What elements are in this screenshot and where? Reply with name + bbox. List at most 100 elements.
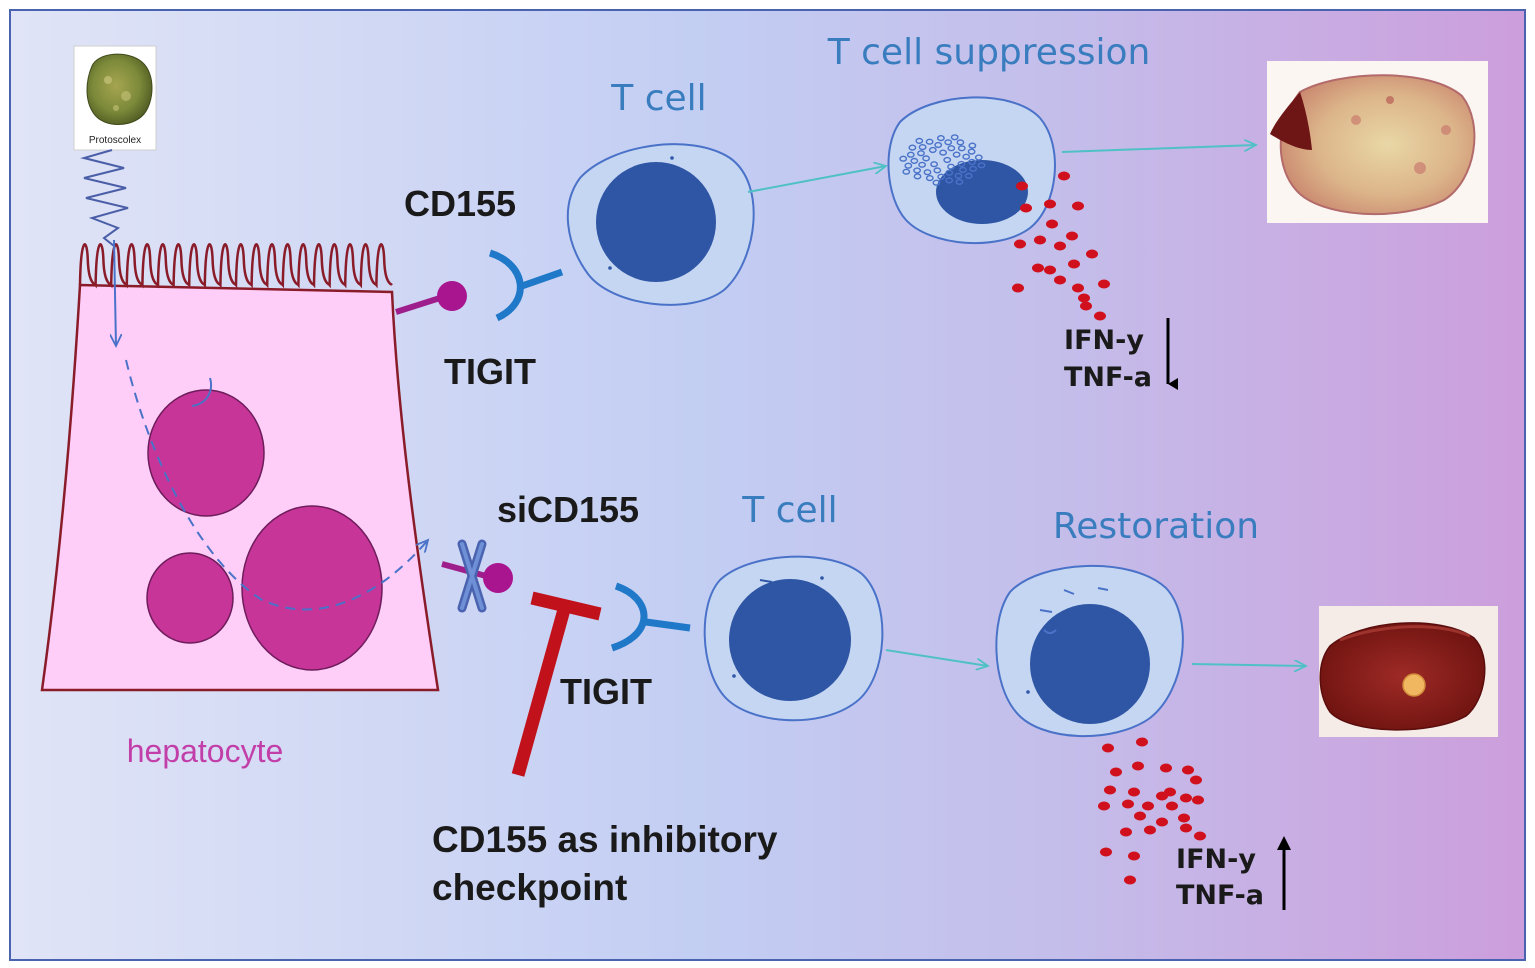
checkpoint-caption-line2: checkpoint <box>432 867 627 908</box>
granule <box>930 161 938 168</box>
cytokine-dot <box>1068 259 1080 269</box>
granule <box>922 155 930 162</box>
granule <box>956 139 965 146</box>
cd155-label: CD155 <box>404 183 516 224</box>
granule <box>932 179 941 186</box>
entry-arrow <box>114 239 116 346</box>
cytokine-dot <box>1094 311 1106 321</box>
cytokine-dot <box>1110 767 1122 777</box>
cytokine-dot <box>1142 801 1154 811</box>
liver-lesion-photo-top <box>1267 61 1488 223</box>
granule <box>937 173 946 180</box>
sirna-cross-icon <box>457 539 487 613</box>
cytokine-dot <box>1166 801 1178 811</box>
microvilli <box>78 243 393 289</box>
granule <box>913 167 921 174</box>
granule <box>945 177 954 184</box>
cytokine-dot <box>1034 235 1046 245</box>
granule <box>957 160 966 168</box>
cytokine-dot <box>1180 823 1192 833</box>
dashed-pathway-arrow <box>125 359 428 611</box>
t-cell-label-top: T cell <box>610 78 706 119</box>
arrow-to-restoration <box>885 649 988 666</box>
cytokine-dot <box>1046 219 1058 229</box>
cytokine-dot <box>1102 743 1114 753</box>
granule <box>902 168 911 175</box>
cytokine-dot <box>1192 795 1204 805</box>
tigit-receptor-bottom <box>610 582 691 652</box>
cytokine-dot <box>1132 761 1144 771</box>
granule <box>954 172 963 179</box>
granule <box>968 158 976 166</box>
cytokine-dot <box>1014 239 1026 249</box>
arrow-to-lesion-bottom <box>1191 664 1306 666</box>
cytokine-dot <box>1032 263 1044 273</box>
cytokine-dot <box>1080 301 1092 311</box>
granule <box>913 173 922 180</box>
increase-arrow-head <box>1277 836 1291 850</box>
cytokine-dot <box>1194 831 1206 841</box>
cytokine-dot <box>1072 201 1084 211</box>
granule <box>957 145 966 152</box>
cytokine-dot <box>1134 811 1146 821</box>
granule <box>955 178 964 186</box>
granule <box>945 169 954 176</box>
granule <box>967 148 976 155</box>
nucleus-1 <box>147 389 265 517</box>
hepatocyte-label: hepatocyte <box>127 733 284 769</box>
checkpoint-caption-line1: CD155 as inhibitory <box>432 819 778 860</box>
cytokine-dot <box>1182 765 1194 775</box>
cytokine-dots-bottom <box>1098 737 1206 885</box>
granule <box>904 162 913 169</box>
t-cell-bottom <box>703 555 884 722</box>
granule <box>962 153 971 160</box>
arrow-to-lesion-top <box>1061 145 1256 153</box>
tnf-label-top: TNF-a <box>1064 362 1152 393</box>
inhibition-t-bar <box>511 591 602 777</box>
granule <box>939 149 947 156</box>
granule <box>899 155 908 162</box>
cytokine-dot <box>1120 827 1132 837</box>
tigit-receptor-top <box>488 249 564 322</box>
cytokine-dot <box>1016 181 1028 191</box>
invasion-zigzag <box>80 149 129 247</box>
protoscolex-photo: Protoscolex <box>73 45 157 151</box>
liver-lesion-photo-bottom <box>1319 606 1498 737</box>
cytokine-dot <box>1012 283 1024 293</box>
t-cell-top <box>566 143 755 306</box>
granule <box>910 157 919 165</box>
granule <box>918 161 926 168</box>
cytokine-dot <box>1086 249 1098 259</box>
restoration-label: Restoration <box>1053 506 1259 547</box>
suppression-label: T cell suppression <box>827 32 1151 73</box>
granule <box>947 145 956 152</box>
tnf-label-bottom: TNF-a <box>1176 880 1264 911</box>
granule <box>906 151 915 158</box>
granule <box>917 150 925 157</box>
cytokine-dot <box>1078 293 1090 303</box>
granule <box>952 151 961 158</box>
granule <box>964 172 973 180</box>
cytokine-dot <box>1054 275 1066 285</box>
nucleus-3 <box>241 505 383 671</box>
cytokine-dot <box>1136 737 1148 747</box>
cytokine-dot <box>1144 825 1156 835</box>
granule <box>934 141 943 149</box>
granule <box>943 156 952 164</box>
cytokine-dot <box>1072 283 1084 293</box>
cytokine-dot <box>1104 785 1116 795</box>
cytoplasm-granules <box>899 134 986 186</box>
cytokine-dot <box>1058 171 1070 181</box>
protoscolex-label: Protoscolex <box>89 135 141 146</box>
t-cell-restored <box>995 565 1184 738</box>
granule <box>944 139 953 146</box>
hepatocyte-cell <box>40 239 440 692</box>
tigit-label-bottom: TIGIT <box>560 671 652 712</box>
granule <box>947 163 955 170</box>
cytokine-dot <box>1098 801 1110 811</box>
ifn-label-bottom: IFN-y <box>1176 844 1256 875</box>
granule <box>974 154 983 161</box>
cytokine-dot <box>1178 813 1190 823</box>
